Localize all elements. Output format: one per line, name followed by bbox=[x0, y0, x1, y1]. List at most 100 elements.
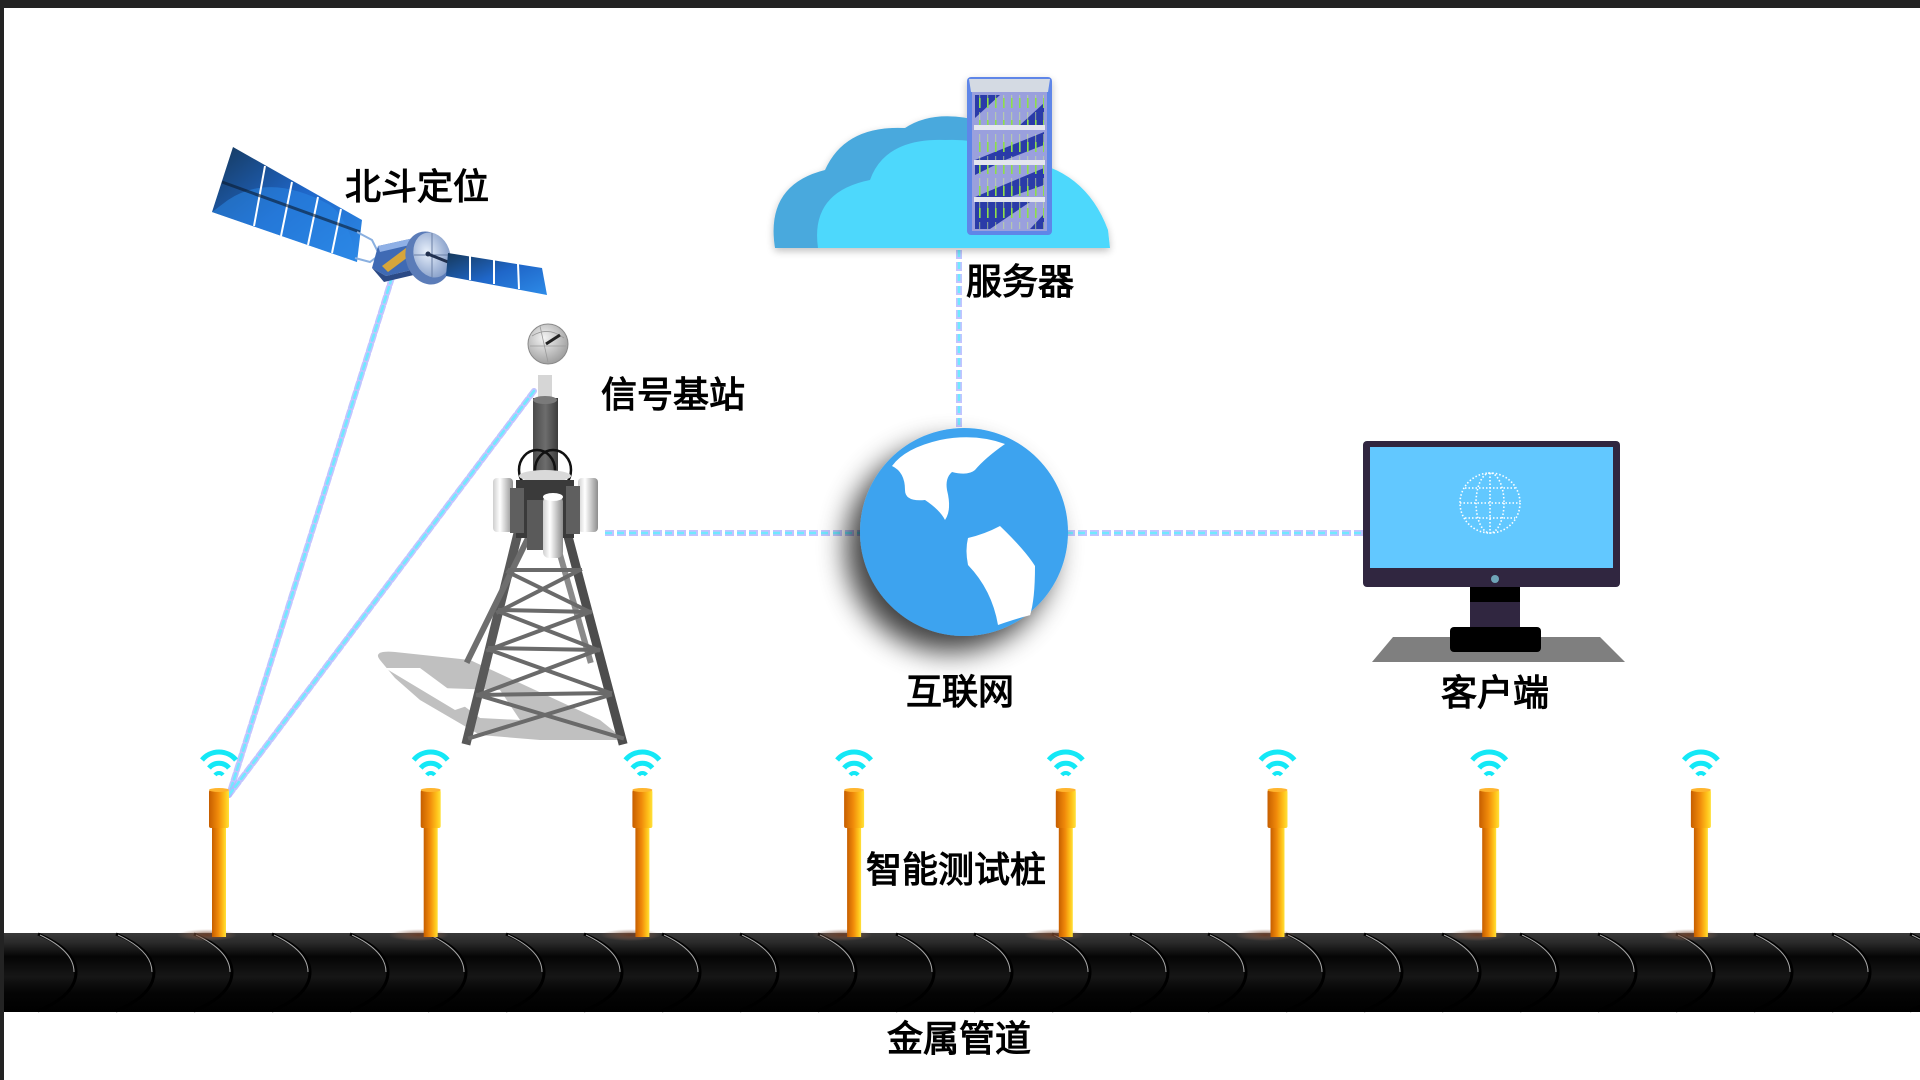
pile-shadow bbox=[177, 929, 237, 941]
cloud-icon bbox=[773, 116, 1110, 248]
wifi-icon bbox=[1258, 749, 1297, 777]
pipe-seam bbox=[583, 932, 624, 1013]
pipe-seam bbox=[1285, 932, 1326, 1013]
pile-cap bbox=[420, 790, 441, 828]
pile-top bbox=[420, 788, 441, 792]
pipe-seam bbox=[1441, 932, 1482, 1013]
base-station-label: 信号基站 bbox=[601, 375, 746, 416]
pile-top bbox=[844, 788, 865, 792]
pile-shadow bbox=[1023, 929, 1084, 941]
pipe-seam-highlight bbox=[1365, 934, 1401, 973]
pipe-seam-highlight bbox=[1833, 934, 1869, 973]
test-piles bbox=[177, 749, 1720, 941]
pile-top bbox=[1055, 788, 1076, 792]
pipe-seam-highlight bbox=[1755, 934, 1791, 973]
pipe-seam bbox=[739, 932, 780, 1013]
pile-top bbox=[1690, 788, 1711, 792]
pipe-seam-highlight bbox=[1599, 934, 1635, 973]
pile-cap bbox=[209, 790, 229, 828]
pile-shadow bbox=[812, 929, 873, 941]
pile-cap bbox=[1690, 790, 1711, 828]
pile-stem bbox=[212, 826, 226, 937]
pipe-seam bbox=[349, 932, 390, 1013]
wifi-icon bbox=[411, 749, 450, 777]
pipe-seam-highlight bbox=[507, 934, 543, 973]
pipe-seam-highlight bbox=[663, 934, 699, 973]
test-pile bbox=[177, 749, 238, 941]
pile-cap bbox=[1479, 790, 1500, 828]
pile-top bbox=[632, 788, 653, 792]
pile-shadow bbox=[600, 929, 661, 941]
pile-top bbox=[1479, 788, 1500, 792]
pipe-seam-highlight bbox=[351, 934, 387, 973]
pipe-seam bbox=[193, 932, 234, 1013]
pile-shadow bbox=[1447, 929, 1508, 941]
connection-links bbox=[226, 250, 1364, 798]
monitor-screen bbox=[1370, 447, 1613, 568]
pile-stem bbox=[1058, 826, 1073, 937]
web-globe-icon bbox=[1459, 472, 1521, 534]
globe-icon bbox=[860, 428, 1068, 636]
pipe-seam bbox=[37, 932, 78, 1013]
pipe-seam-highlight bbox=[117, 934, 153, 973]
pile-top bbox=[209, 788, 229, 792]
pipe-seam bbox=[661, 932, 702, 1013]
pile-stem bbox=[423, 826, 438, 937]
pipe-seam bbox=[973, 932, 1014, 1013]
pipe-seam-highlight bbox=[273, 934, 309, 973]
pile-cap bbox=[632, 790, 653, 828]
test-pile-label: 智能测试桩 bbox=[866, 850, 1047, 891]
link-satellite-to-pile bbox=[226, 265, 398, 798]
pipe-seam bbox=[1519, 932, 1560, 1013]
client-label: 客户端 bbox=[1441, 673, 1550, 714]
satellite-icon bbox=[212, 147, 547, 295]
pipe-seam bbox=[817, 932, 858, 1013]
server-rack-icon bbox=[967, 77, 1052, 235]
pipe-seam-highlight bbox=[1911, 934, 1920, 940]
pipe-seam-highlight bbox=[741, 934, 777, 973]
test-pile bbox=[1235, 749, 1297, 941]
pipe-seam bbox=[427, 932, 468, 1013]
pile-stem bbox=[1270, 826, 1285, 937]
wifi-icon bbox=[835, 749, 874, 777]
test-pile bbox=[1658, 749, 1720, 941]
tower-lattice bbox=[461, 519, 628, 746]
cell-tower-icon bbox=[377, 323, 628, 746]
pile-stem bbox=[847, 826, 862, 937]
solar-panel-right bbox=[446, 253, 547, 295]
pipe-seam bbox=[271, 932, 312, 1013]
pipe-seam bbox=[1675, 932, 1716, 1013]
test-pile bbox=[1023, 749, 1085, 941]
satellite-label: 北斗定位 bbox=[345, 167, 490, 208]
solar-panel-left bbox=[212, 147, 362, 262]
wifi-icon bbox=[1470, 749, 1509, 777]
pile-shadow bbox=[1658, 929, 1719, 941]
pipe-seam bbox=[1597, 932, 1638, 1013]
pipe-seam-highlight bbox=[1287, 934, 1323, 973]
internet-label: 互联网 bbox=[906, 672, 1015, 713]
pipe-icon bbox=[4, 932, 1920, 1013]
monitor-icon bbox=[1363, 441, 1625, 662]
pile-cap bbox=[1267, 790, 1288, 828]
pile-shadow bbox=[1235, 929, 1296, 941]
diagram-scene bbox=[4, 77, 1920, 1013]
pile-shadow bbox=[388, 929, 449, 941]
pipe-seams bbox=[37, 932, 1920, 1013]
satellite-dish bbox=[405, 231, 451, 285]
wifi-icon bbox=[200, 749, 238, 777]
test-pile bbox=[812, 749, 874, 941]
pipe-seam bbox=[505, 932, 546, 1013]
pile-stem bbox=[1482, 826, 1497, 937]
test-pile bbox=[600, 749, 662, 941]
pipe-seam-highlight bbox=[39, 934, 75, 973]
link-tower-to-pile bbox=[226, 388, 537, 798]
diagram-canvas: 北斗定位 服务器 信号基站 互联网 客户端 智能测试桩 金属管道 bbox=[4, 8, 1920, 1080]
pipe-seam bbox=[1363, 932, 1404, 1013]
pipe-seam-highlight bbox=[1521, 934, 1557, 973]
wifi-icon bbox=[623, 749, 662, 777]
pipe-seam-highlight bbox=[1209, 934, 1245, 973]
cloud-server-icon bbox=[773, 77, 1110, 248]
pipe-seam-highlight bbox=[585, 934, 621, 973]
pipe-seam-highlight bbox=[975, 934, 1011, 973]
pipe-seam-highlight bbox=[1443, 934, 1479, 973]
